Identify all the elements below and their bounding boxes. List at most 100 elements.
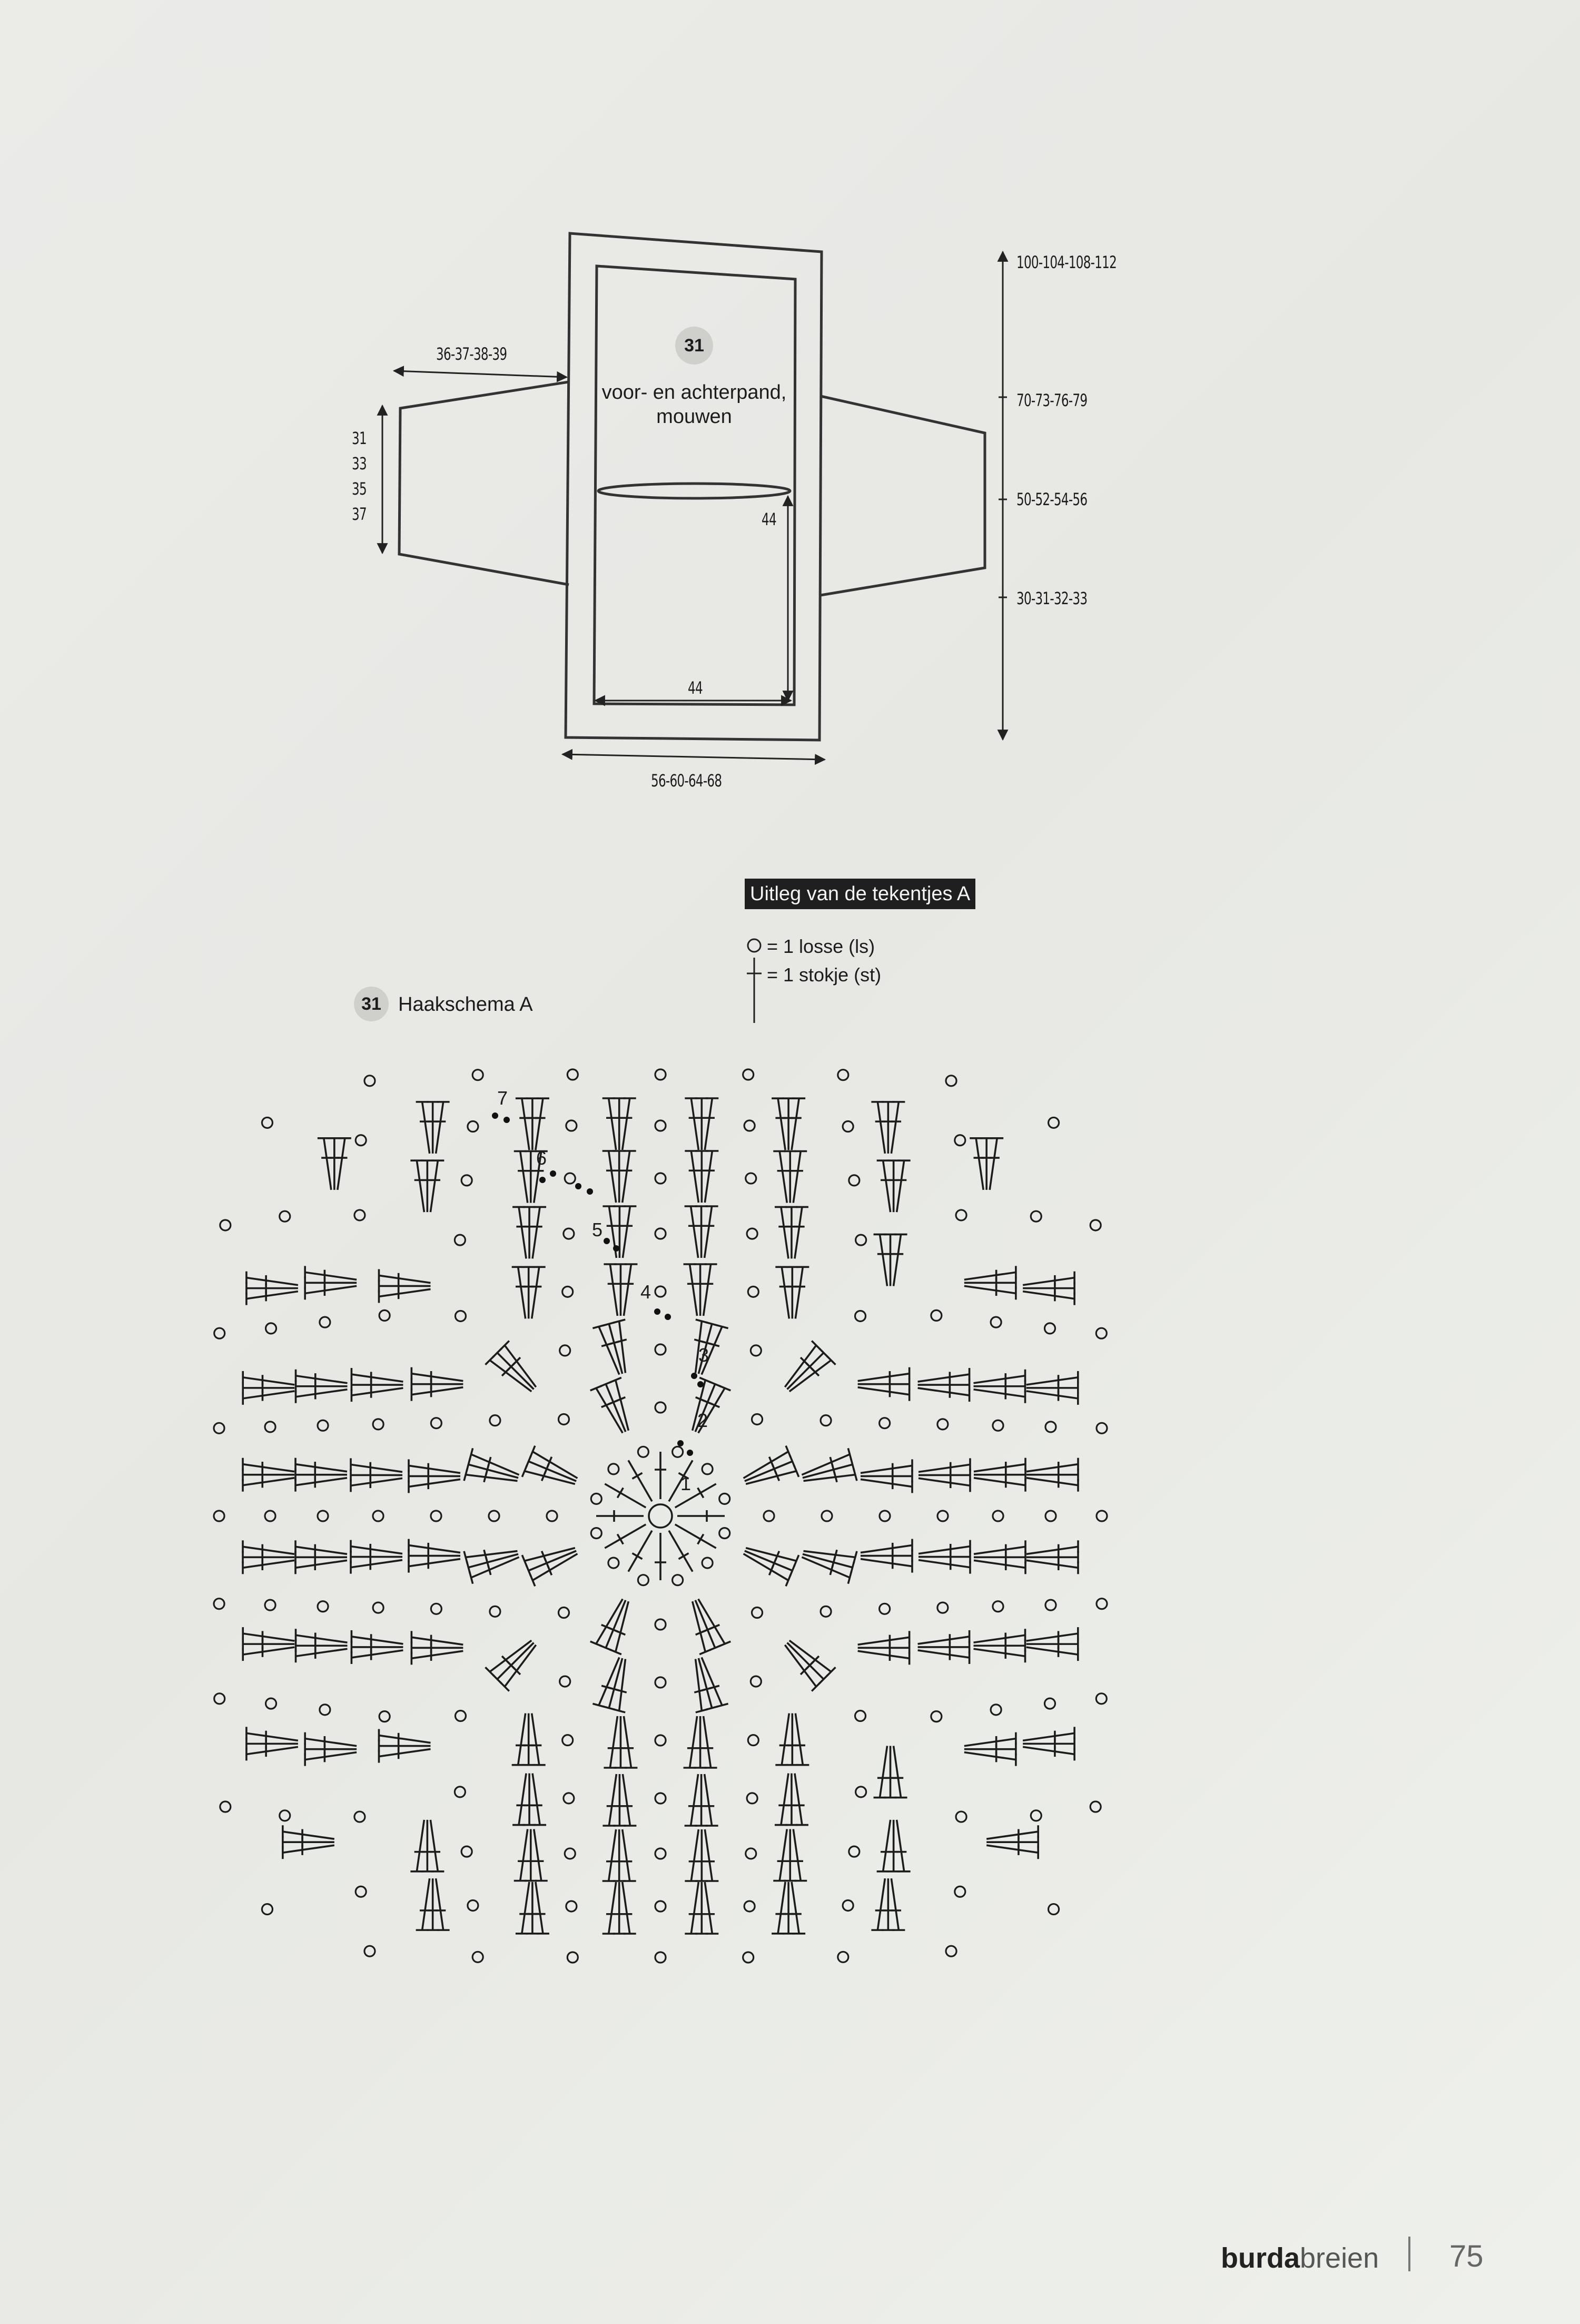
double-crochet-icon	[603, 1205, 637, 1258]
chain-circle-icon	[363, 1075, 376, 1087]
chain-circle-icon	[746, 1227, 758, 1240]
chain-circle-icon	[1044, 1510, 1057, 1522]
double-crochet-icon	[674, 1483, 717, 1509]
chain-circle-icon	[654, 1847, 667, 1860]
double-crochet-icon	[871, 1878, 905, 1931]
chain-circle-icon	[842, 1120, 854, 1133]
chain-circle-icon	[718, 1492, 731, 1505]
double-crochet-icon	[684, 1205, 718, 1258]
chain-circle-icon	[264, 1322, 278, 1335]
double-crochet-icon	[602, 1829, 636, 1882]
chain-circle-icon	[945, 1945, 957, 1957]
chain-circle-icon	[279, 1809, 291, 1822]
page-number: 75	[1449, 2239, 1484, 2273]
chain-circle-icon	[213, 1327, 226, 1340]
chain-circle-icon	[430, 1602, 442, 1615]
footer-brand-bold: burda	[1221, 2242, 1300, 2274]
chain-circle-icon	[747, 1734, 759, 1747]
sleeve-height-label-2: 33	[352, 454, 367, 474]
chain-circle-icon	[1044, 1599, 1057, 1611]
double-crochet-icon	[784, 1340, 836, 1393]
chain-circle-icon	[654, 1068, 667, 1081]
chain-circle-icon	[363, 1945, 376, 1957]
body-outline	[564, 232, 823, 742]
slip-stitch-dot-icon	[550, 1170, 556, 1177]
chain-circle-icon	[264, 1697, 278, 1710]
chain-circle-icon	[654, 1343, 667, 1356]
double-crochet-icon	[512, 1206, 547, 1259]
chain-circle-icon	[745, 1847, 757, 1860]
double-crochet-icon	[416, 1101, 450, 1154]
double-crochet-icon	[627, 1460, 653, 1502]
chain-circle-icon	[749, 1344, 762, 1357]
double-crochet-icon	[294, 1458, 348, 1492]
chain-circle-icon	[562, 1227, 575, 1240]
chain-circle-icon	[878, 1510, 891, 1522]
double-crochet-icon	[592, 1318, 627, 1375]
double-crochet-icon	[512, 1773, 547, 1826]
footer-separator	[1408, 2237, 1410, 2271]
chain-circle-icon	[745, 1172, 757, 1185]
chain-circle-icon	[1095, 1692, 1108, 1705]
chain-circle-icon	[819, 1414, 832, 1427]
double-crochet-icon	[410, 1631, 463, 1665]
double-crochet-icon	[304, 1266, 357, 1300]
slip-stitch-dot-icon	[587, 1188, 593, 1195]
double-crochet-icon	[245, 1727, 299, 1761]
chain-circle-icon	[566, 1068, 579, 1081]
double-crochet-icon	[304, 1732, 357, 1766]
double-crochet-icon	[876, 1819, 911, 1873]
double-crochet-icon	[964, 1732, 1017, 1766]
chain-circle-icon	[749, 1675, 762, 1688]
double-crochet-icon	[774, 1206, 808, 1259]
legend-stitch-text: = 1 stokje (st)	[767, 964, 882, 986]
chart-number-badge: 31	[354, 987, 389, 1021]
chain-circle-icon	[1095, 1422, 1108, 1434]
double-crochet-icon	[602, 1882, 636, 1935]
sleeve-height-label-1: 31	[352, 428, 367, 448]
chain-circle-icon	[878, 1417, 891, 1430]
chain-circle-icon	[559, 1675, 571, 1688]
chain-circle-icon	[460, 1174, 473, 1187]
chain-circle-icon	[353, 1209, 366, 1222]
chain-circle-icon	[1047, 1903, 1060, 1916]
chain-circle-icon	[1095, 1598, 1108, 1610]
chain-circle-icon	[654, 1734, 667, 1747]
double-crochet-icon	[917, 1368, 971, 1402]
chain-circle-icon	[453, 1786, 466, 1798]
double-crochet-icon	[685, 1150, 719, 1203]
chain-circle-icon	[460, 1845, 473, 1858]
chain-circle-icon	[1095, 1327, 1108, 1340]
double-crochet-icon	[860, 1539, 913, 1573]
chain-circle-icon	[561, 1734, 574, 1747]
slip-stitch-dot-icon	[575, 1183, 581, 1189]
chain-circle-icon	[819, 1605, 832, 1618]
footer-brand: burdabreien	[1221, 2242, 1379, 2274]
chain-circle-icon	[837, 1069, 850, 1081]
chain-circle-icon	[557, 1413, 570, 1426]
chain-circle-icon	[855, 1234, 867, 1246]
double-crochet-icon	[986, 1825, 1039, 1859]
slip-stitch-dot-icon	[613, 1245, 619, 1252]
body-inner-outline	[592, 264, 797, 706]
chain-circle-icon	[430, 1417, 442, 1430]
double-crochet-icon	[521, 1547, 578, 1587]
double-crochet-icon	[515, 1097, 549, 1150]
double-crochet-icon	[511, 1713, 546, 1766]
double-crochet-icon	[694, 1657, 729, 1714]
chart-title: Haakschema A	[398, 993, 533, 1016]
chain-circle-icon	[718, 1527, 731, 1540]
double-crochet-icon	[596, 1510, 644, 1522]
round-number-5: 5	[592, 1219, 603, 1240]
slip-stitch-dot-icon	[503, 1117, 510, 1123]
chain-circle-icon	[955, 1209, 967, 1222]
chain-circle-icon	[654, 1618, 667, 1631]
chain-circle-icon	[842, 1899, 854, 1912]
sleeve-length-line	[392, 366, 568, 382]
chain-circle-icon	[467, 1899, 479, 1912]
double-crochet-icon	[485, 1340, 537, 1393]
double-crochet-icon	[590, 1598, 630, 1656]
chain-circle-icon	[763, 1510, 775, 1522]
